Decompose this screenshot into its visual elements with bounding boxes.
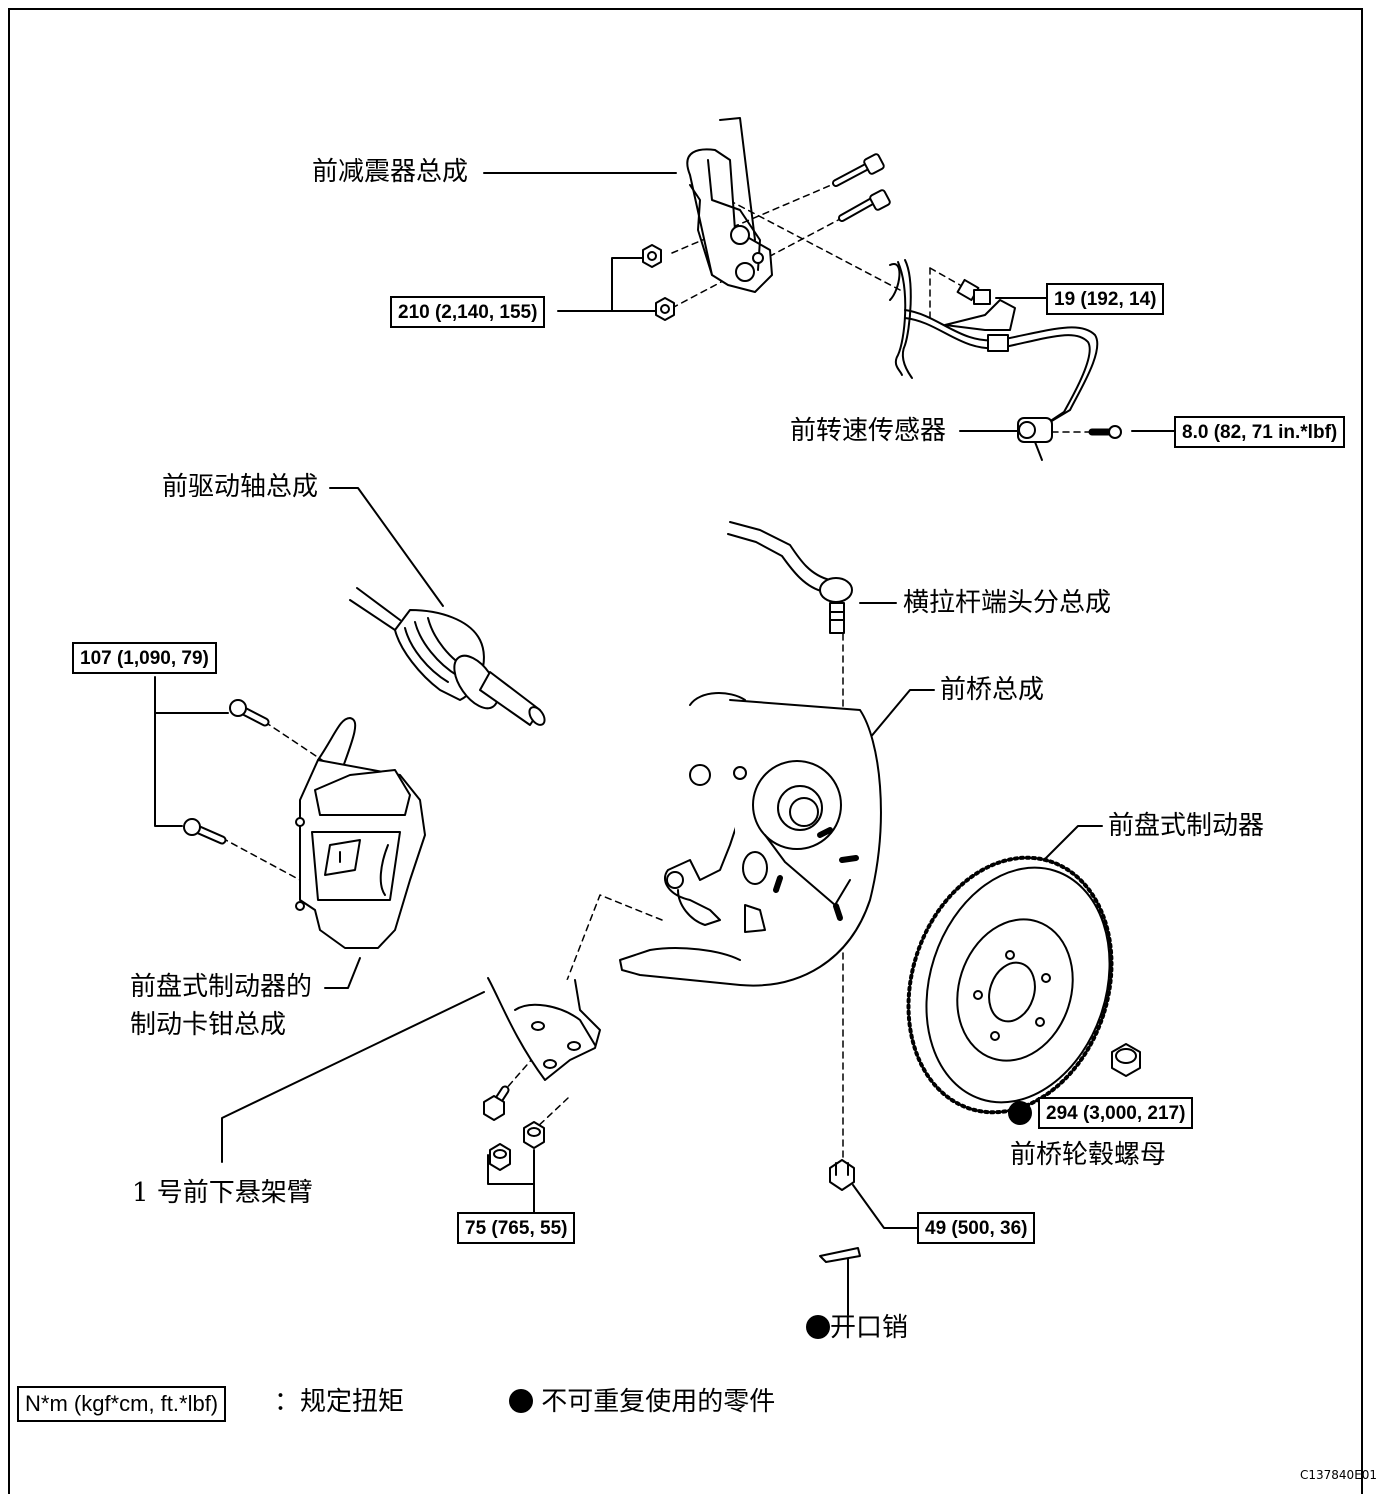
label-hub-nut: 前桥轮毂螺母 — [1010, 1140, 1167, 1170]
label-cotter-pin: 开口销 — [806, 1313, 908, 1343]
torque-lower-arm: 75 (765, 55) — [457, 1212, 576, 1244]
torque-hub-nut: 294 (3,000, 217) — [1038, 1097, 1194, 1129]
label-tie-rod-end: 横拉杆端头分总成 — [903, 588, 1112, 618]
shock-absorber-bracket — [686, 117, 773, 293]
label-caliper-line2: 制动卡钳总成 — [130, 1010, 287, 1040]
hub-nut-non-reusable-dot-icon — [1008, 1101, 1032, 1125]
brake-disc — [906, 855, 1141, 1115]
label-front-axle: 前桥总成 — [940, 675, 1045, 705]
diagram-frame — [8, 8, 1363, 1494]
steering-knuckle — [619, 692, 882, 987]
torque-shock-nuts: 210 (2,140, 155) — [390, 296, 546, 328]
tie-rod-end — [727, 521, 853, 634]
legend-torque-desc: ：规定扭矩 — [274, 1387, 405, 1417]
non-reusable-dot-icon — [806, 1315, 830, 1339]
drive-shaft — [349, 587, 546, 726]
figure-code: C137840E01 — [1300, 1468, 1377, 1482]
legend-torque-unit-box: N*m (kgf*cm, ft.*lbf) — [17, 1386, 227, 1422]
label-front-drive-shaft: 前驱动轴总成 — [162, 472, 319, 502]
label-caliper-line1: 前盘式制动器的 — [130, 972, 313, 1002]
speed-sensor-assembly — [889, 259, 1122, 461]
legend-dot-icon — [509, 1389, 533, 1413]
lower-suspension-arm — [483, 977, 601, 1171]
legend-non-reusable-text: 不可重复使用的零件 — [541, 1387, 776, 1417]
label-front-speed-sensor: 前转速传感器 — [790, 416, 947, 446]
brake-caliper — [183, 699, 426, 949]
label-front-disc-brake: 前盘式制动器 — [1108, 811, 1265, 841]
label-front-shock-absorber: 前减震器总成 — [312, 157, 469, 187]
cotter-pin-text: 开口销 — [830, 1313, 909, 1343]
legend-non-reusable: 不可重复使用的零件 — [509, 1387, 775, 1417]
torque-tie-rod-nut: 49 (500, 36) — [917, 1212, 1036, 1244]
label-lower-arm: 1 号前下悬架臂 — [132, 1178, 313, 1208]
castle-nut-and-cotter-pin — [819, 1159, 861, 1263]
torque-sensor-bolt: 8.0 (82, 71 in.*lbf) — [1174, 416, 1346, 448]
torque-caliper-bolts: 107 (1,090, 79) — [72, 642, 217, 674]
torque-sensor-bracket: 19 (192, 14) — [1046, 283, 1165, 315]
shock-bolts — [642, 153, 891, 321]
